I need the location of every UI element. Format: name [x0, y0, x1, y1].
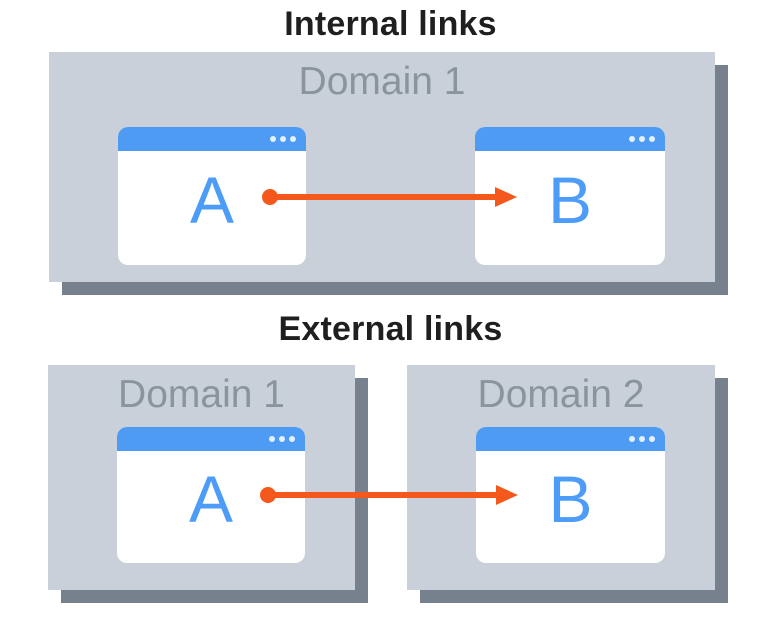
- domain-label: Domain 1: [298, 60, 466, 103]
- page-label: A: [189, 163, 235, 237]
- internal-links-title: Internal links: [284, 5, 497, 43]
- window-menu-dots-icon: [629, 436, 655, 442]
- page-label: B: [548, 462, 593, 536]
- page-label: B: [547, 163, 593, 237]
- browser-window-titlebar: [475, 127, 665, 151]
- arrow-head-icon: [495, 187, 517, 207]
- domain-label: Domain 1: [118, 373, 285, 416]
- internal-link-arrow: [262, 187, 517, 207]
- page-label: A: [188, 462, 234, 536]
- arrow-head-icon: [496, 485, 518, 505]
- arrow-line: [268, 492, 502, 498]
- browser-window-titlebar: [476, 427, 665, 451]
- browser-window-titlebar: [118, 127, 306, 151]
- domain-box-internal: Domain 1 A B: [49, 52, 715, 282]
- browser-window-page-b: B: [475, 127, 665, 265]
- window-menu-dots-icon: [269, 436, 295, 442]
- window-menu-dots-icon: [270, 136, 296, 142]
- arrow-line: [270, 194, 501, 200]
- browser-window-titlebar: [117, 427, 305, 451]
- external-link-arrow: [260, 485, 518, 505]
- window-menu-dots-icon: [629, 136, 655, 142]
- external-links-title: External links: [278, 310, 503, 348]
- domain-box-external-1: Domain 1 A: [48, 365, 355, 590]
- domain-box-external-2: Domain 2 B: [407, 365, 715, 590]
- domain-label: Domain 2: [477, 373, 645, 416]
